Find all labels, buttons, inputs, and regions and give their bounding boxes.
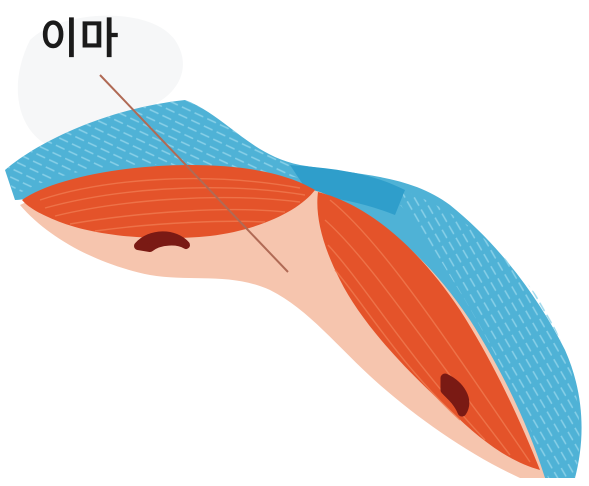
skin-dark-band [290, 165, 405, 215]
muscle-left-fibers [39, 177, 306, 232]
skin-hatch-top [5, 100, 300, 196]
bone-mark-right [440, 373, 470, 417]
leader-line [99, 74, 289, 273]
muscle-right-fibers [324, 199, 531, 463]
label-forehead: 이마 [40, 14, 120, 63]
skin-hatch-right [400, 190, 580, 478]
background-shape [17, 15, 183, 150]
muscle-right [317, 192, 540, 470]
bone-mark-left [134, 231, 190, 252]
